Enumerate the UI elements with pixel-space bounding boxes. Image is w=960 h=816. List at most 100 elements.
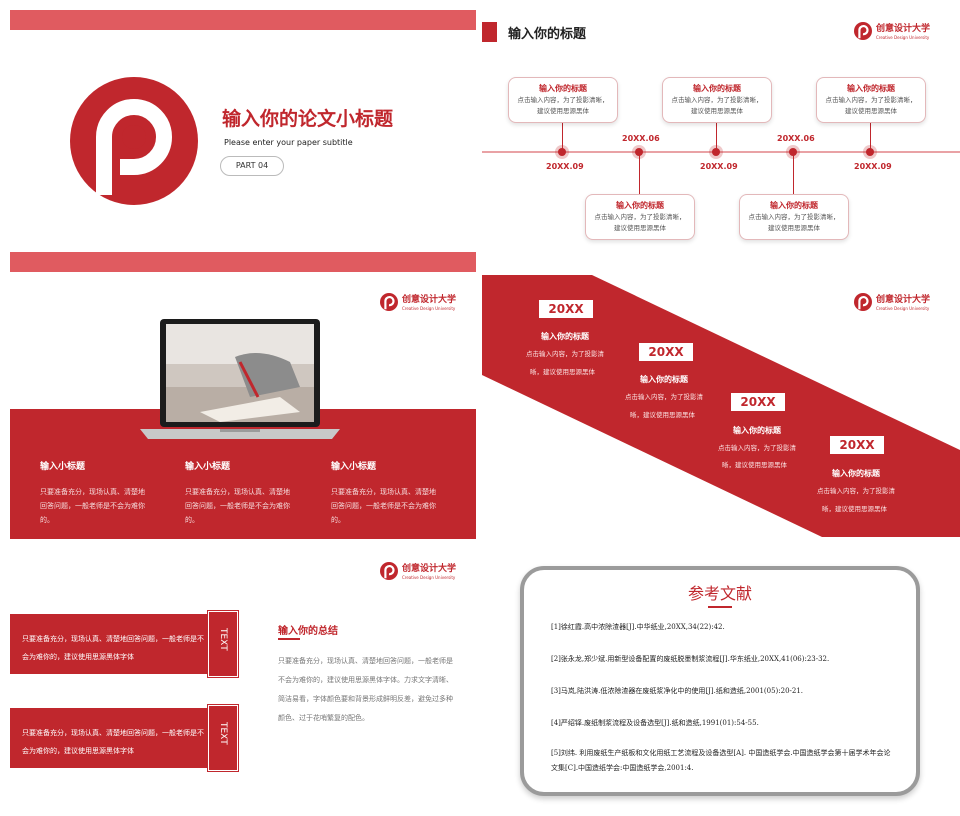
year-box: 20XX	[639, 343, 693, 361]
brand-mark: 创意设计大学 Creative Design University	[380, 558, 470, 584]
timeline-stem	[870, 120, 871, 150]
timeline-dot	[558, 148, 566, 156]
brand-name: 创意设计大学	[876, 295, 931, 305]
brand-name: 创意设计大学	[402, 295, 457, 305]
card-title: 输入你的标题	[616, 201, 664, 210]
reference-item: [3]马岚,陆洪涛.低浓除渣器在废纸浆净化中的使用[J].纸和造纸,2001(0…	[551, 687, 804, 695]
card-desc: 点击输入内容，为了投影清晰，建议使用思源黑体	[671, 96, 763, 115]
step-desc: 点击输入内容，为了投影清	[817, 487, 895, 495]
timeline-stem	[639, 154, 640, 194]
step-desc: 点击输入内容，为了投影清	[526, 350, 604, 358]
brand-name: 创意设计大学	[402, 564, 457, 574]
text-box-content: 只要准备充分，现场认真、清楚地回答问题，一般老师是不会为难你的，建议使用思源黑体…	[22, 729, 204, 755]
paper-title: 输入你的论文小标题	[222, 108, 394, 130]
university-logo-icon	[70, 77, 198, 205]
timeline-dot	[712, 148, 720, 156]
column-desc: 只要准备充分，现场认真、清楚地回答问题，一般老师是不会为难你的。	[185, 488, 290, 524]
timeline-dot	[866, 148, 874, 156]
step-title: 输入你的标题	[541, 332, 589, 341]
timeline-card[interactable]: 输入你的标题 点击输入内容，为了投影清晰，建议使用思源黑体	[585, 194, 695, 240]
step-desc: 晰，建议使用思源黑体	[630, 411, 695, 419]
year-box: 20XX	[731, 393, 785, 411]
slide-stairs: 创意设计大学 Creative Design University 20XX 输…	[482, 275, 960, 545]
timeline-card[interactable]: 输入你的标题 点击输入内容，为了投影清晰，建议使用思源黑体	[508, 77, 618, 123]
brand-sub: Creative Design University	[402, 306, 456, 311]
summary-text: 只要准备充分，现场认真、清楚地回答问题，一般老师是不会为难你的，建议使用思源黑体…	[278, 657, 453, 722]
column-title: 输入小标题	[185, 462, 231, 472]
slide-timeline: 输入你的标题 创意设计大学 Creative Design University…	[482, 0, 960, 272]
brand-sub: Creative Design University	[876, 35, 930, 40]
text-tab: TEXT	[208, 611, 238, 677]
card-title: 输入你的标题	[539, 84, 587, 93]
laptop-image	[140, 319, 340, 439]
summary-underline	[278, 638, 300, 640]
text-tab: TEXT	[208, 705, 238, 771]
year-box: 20XX	[830, 436, 884, 454]
slide-laptop: 创意设计大学 Creative Design University 输入小标题 …	[0, 275, 480, 545]
brand-sub: Creative Design University	[876, 306, 930, 311]
top-band	[10, 10, 476, 30]
header-accent	[482, 22, 497, 42]
card-desc: 点击输入内容，为了投影清晰，建议使用思源黑体	[748, 213, 840, 232]
references-frame: 参考文献 [1]徐红霞.高中浓除渣器[J].中华纸业,20XX,34(22):4…	[520, 566, 920, 796]
column-desc: 只要准备充分，现场认真、清楚地回答问题，一般老师是不会为难你的。	[331, 488, 436, 524]
bottom-band	[10, 252, 476, 272]
brand-mark: 创意设计大学 Creative Design University	[854, 289, 944, 315]
timeline-dot	[635, 148, 643, 156]
text-box: 只要准备充分，现场认真、清楚地回答问题，一般老师是不会为难你的，建议使用思源黑体…	[10, 614, 208, 674]
reference-item: [1]徐红霞.高中浓除渣器[J].中华纸业,20XX,34(22):42.	[551, 623, 725, 631]
column-title: 输入小标题	[40, 462, 86, 472]
summary-title: 输入你的总结	[278, 626, 338, 637]
part-badge: PART 04	[220, 156, 284, 176]
card-title: 输入你的标题	[693, 84, 741, 93]
slide-references: 参考文献 [1]徐红霞.高中浓除渣器[J].中华纸业,20XX,34(22):4…	[482, 548, 960, 816]
timeline-date: 20XX.06	[777, 134, 815, 143]
card-desc: 点击输入内容，为了投影清晰，建议使用思源黑体	[517, 96, 609, 115]
card-desc: 点击输入内容，为了投影清晰，建议使用思源黑体	[594, 213, 686, 232]
brand-logo-icon	[854, 293, 872, 311]
timeline-stem	[716, 120, 717, 150]
references-title: 参考文献	[687, 584, 752, 603]
reference-item: [2]张永龙,郑少斌.用新型设备配置的废纸脱墨制浆流程[J].华东纸业,20XX…	[551, 655, 830, 663]
brand-logo-icon	[380, 293, 398, 311]
brand-mark: 创意设计大学 Creative Design University	[854, 18, 944, 44]
diagonal-band	[482, 275, 960, 537]
timeline-stem	[562, 120, 563, 150]
step-desc: 点击输入内容，为了投影清	[625, 393, 703, 401]
card-title: 输入你的标题	[770, 201, 818, 210]
timeline-date: 20XX.09	[546, 162, 584, 171]
brand-logo-icon	[854, 22, 872, 40]
reference-item: [4]严绍铎.废纸制浆流程及设备选型[J].纸和造纸,1991(01):54-5…	[551, 719, 759, 727]
card-desc: 点击输入内容，为了投影清晰，建议使用思源黑体	[825, 96, 917, 115]
slide-title: 输入你的论文小标题 Please enter your paper subtit…	[0, 0, 480, 272]
text-tab-label: TEXT	[218, 628, 228, 651]
year-box: 20XX	[539, 300, 593, 318]
timeline-stem	[793, 154, 794, 194]
timeline-card[interactable]: 输入你的标题 点击输入内容，为了投影清晰，建议使用思源黑体	[739, 194, 849, 240]
column-desc: 只要准备充分，现场认真、清楚地回答问题，一般老师是不会为难你的。	[40, 488, 145, 524]
timeline-card[interactable]: 输入你的标题 点击输入内容，为了投影清晰，建议使用思源黑体	[816, 77, 926, 123]
references-underline	[708, 606, 732, 608]
slide-header: 输入你的标题	[508, 27, 587, 42]
timeline-card[interactable]: 输入你的标题 点击输入内容，为了投影清晰，建议使用思源黑体	[662, 77, 772, 123]
card-title: 输入你的标题	[847, 84, 895, 93]
step-title: 输入你的标题	[640, 375, 688, 384]
brand-sub: Creative Design University	[402, 575, 456, 580]
timeline-axis	[482, 151, 960, 153]
timeline-dot	[789, 148, 797, 156]
brand-mark: 创意设计大学 Creative Design University	[380, 289, 470, 315]
brand-logo-icon	[380, 562, 398, 580]
reference-item: [5]刘纬. 利用废纸生产纸板和文化用纸工艺流程及设备选型[A]. 中国造纸学会…	[551, 749, 891, 772]
text-box-content: 只要准备充分，现场认真、清楚地回答问题，一般老师是不会为难你的，建议使用思源黑体…	[22, 635, 204, 661]
paper-subtitle: Please enter your paper subtitle	[224, 138, 353, 147]
slide-summary: 创意设计大学 Creative Design University 只要准备充分…	[0, 548, 480, 816]
brand-name: 创意设计大学	[876, 24, 931, 34]
step-title: 输入你的标题	[832, 469, 880, 478]
step-desc: 晰，建议使用思源黑体	[722, 461, 787, 469]
timeline-date: 20XX.06	[622, 134, 660, 143]
timeline-date: 20XX.09	[700, 162, 738, 171]
text-box: 只要准备充分，现场认真、清楚地回答问题，一般老师是不会为难你的，建议使用思源黑体…	[10, 708, 208, 768]
step-title: 输入你的标题	[733, 426, 781, 435]
step-desc: 晰，建议使用思源黑体	[822, 505, 887, 513]
text-tab-label: TEXT	[218, 722, 228, 745]
